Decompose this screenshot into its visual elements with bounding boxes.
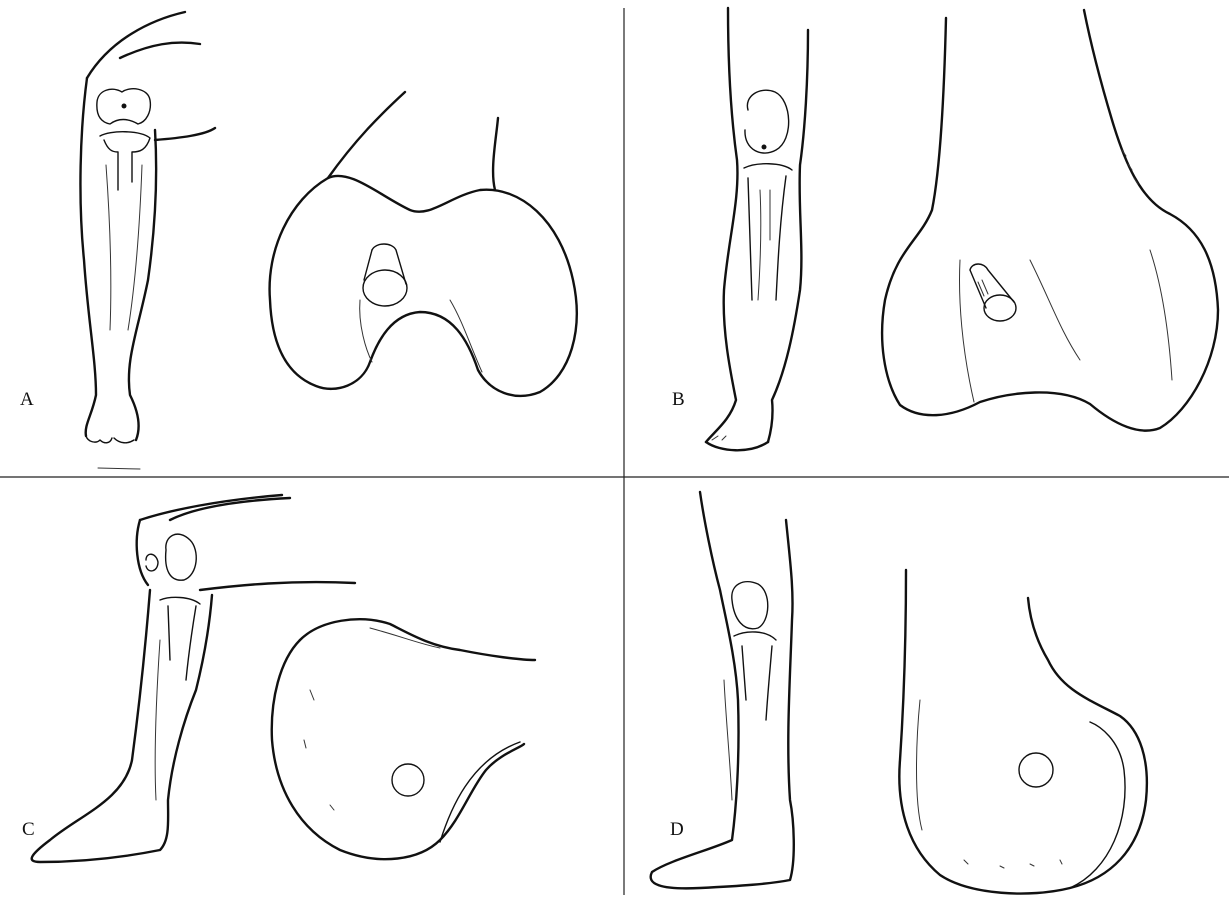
panel-c-leg-sketch <box>32 495 355 862</box>
panel-b-label: B <box>672 389 685 410</box>
panel-c: C <box>22 495 535 862</box>
panel-d: D <box>651 492 1147 894</box>
panel-c-label: C <box>22 819 35 840</box>
panel-a-leg-sketch <box>80 12 215 469</box>
panel-d-femur-condyle-detail <box>899 570 1147 894</box>
panel-b-femur-condyle-detail <box>882 10 1218 431</box>
panel-a-femur-condyle-detail <box>270 92 577 396</box>
panel-b-leg-sketch <box>706 8 808 450</box>
panel-d-label: D <box>670 819 684 840</box>
panel-b: B <box>672 8 1218 450</box>
panel-a-label: A <box>20 389 34 410</box>
panel-a: A <box>20 12 577 469</box>
panel-c-femur-condyle-detail <box>272 619 535 859</box>
